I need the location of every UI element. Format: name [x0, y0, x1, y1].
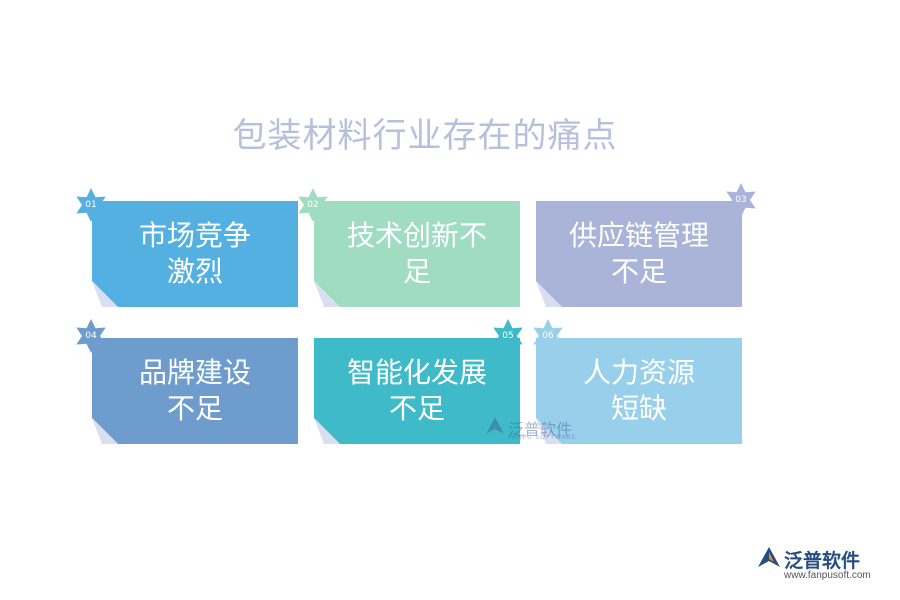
star-icon [726, 183, 756, 217]
fanpu-logo-icon [758, 547, 780, 567]
watermark-logo: 泛普软件 FANPU SOFTWARE [484, 416, 576, 442]
page-fold-decoration [536, 281, 562, 307]
badge-number: 06 [542, 331, 554, 341]
pain-point-card-6: 人力资源短缺 [536, 338, 742, 444]
star-icon [533, 319, 563, 353]
brand-logo: 泛普软件 www.fanpusoft.com [756, 546, 886, 586]
star-icon [493, 319, 523, 353]
star-icon [76, 319, 106, 353]
star-badge: 05 [490, 318, 526, 354]
pain-point-card-4: 品牌建设不足 [92, 338, 298, 444]
page-fold-decoration [92, 418, 118, 444]
brand-url: www.fanpusoft.com [784, 570, 871, 581]
star-badge: 04 [73, 318, 109, 354]
badge-number: 02 [307, 200, 319, 210]
pain-point-card-1: 市场竞争激烈 [92, 201, 298, 307]
star-icon [298, 188, 328, 222]
card-text: 技术创新不足 [346, 218, 487, 288]
card-text: 市场竞争激烈 [138, 218, 251, 288]
pain-point-card-5: 智能化发展不足 [314, 338, 520, 444]
brand-name: 泛普软件 [784, 550, 861, 572]
page-fold-decoration [536, 418, 562, 444]
badge-number: 01 [85, 200, 97, 210]
card-text: 供应链管理不足 [568, 218, 709, 288]
watermark-name: 泛普软件 [508, 420, 573, 439]
star-badge: 01 [73, 187, 109, 223]
star-icon [76, 188, 106, 222]
page-fold-decoration [314, 418, 340, 444]
badge-number: 05 [502, 331, 514, 341]
pain-point-card-2: 技术创新不足 [314, 201, 520, 307]
pain-point-card-3: 供应链管理不足 [536, 201, 742, 307]
badge-number: 03 [735, 195, 747, 205]
page-fold-decoration [314, 281, 340, 307]
fanpu-logo-icon [486, 417, 504, 434]
page-title: 包装材料行业存在的痛点 [232, 116, 618, 156]
page-fold-decoration [92, 281, 118, 307]
star-badge: 03 [723, 182, 759, 218]
badge-number: 04 [85, 331, 97, 341]
watermark-sub: FANPU SOFTWARE [508, 434, 577, 441]
star-badge: 06 [530, 318, 566, 354]
card-text: 智能化发展不足 [346, 355, 487, 425]
card-text: 人力资源短缺 [582, 355, 695, 425]
card-text: 品牌建设不足 [138, 355, 251, 425]
star-badge: 02 [295, 187, 331, 223]
